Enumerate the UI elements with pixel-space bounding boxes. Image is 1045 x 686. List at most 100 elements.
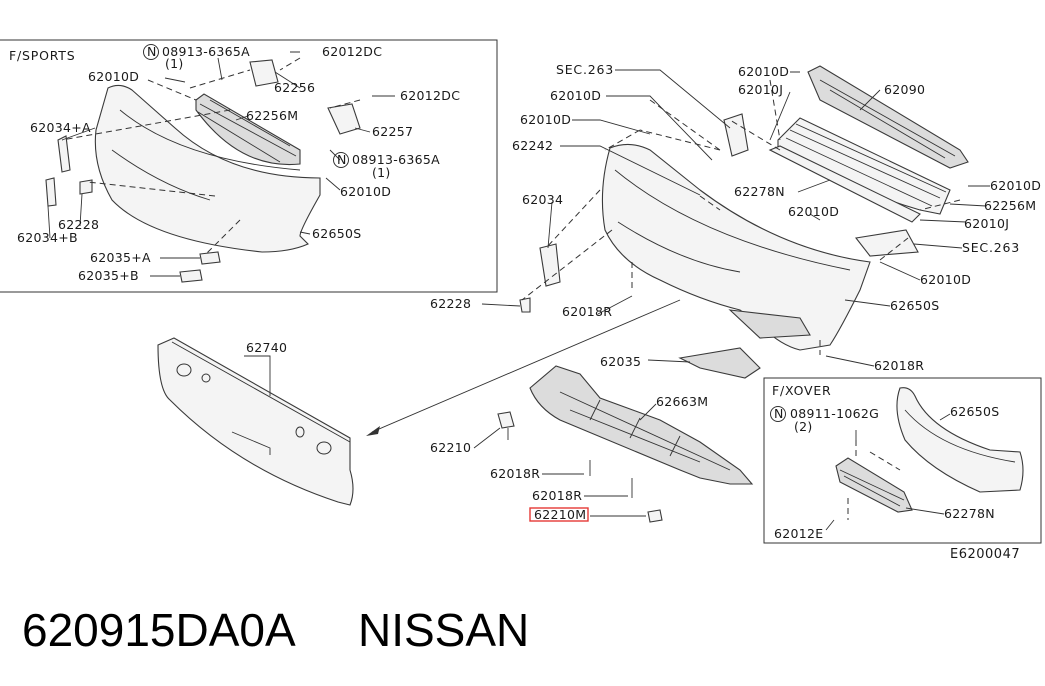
brand-caption: NISSAN [358, 604, 529, 656]
sports-clip-62228 [79, 179, 93, 195]
main-label-m14: SEC.263 [962, 240, 1020, 255]
main-label-m18: 62650S [890, 298, 940, 313]
sports-inset-title: F/SPORTS [9, 48, 75, 63]
sports-label-l11: 62010D [340, 184, 391, 199]
highlight-box-62210m [529, 507, 589, 522]
main-label-m13: 62010J [964, 216, 1009, 231]
main-label-m4: 62242 [512, 138, 553, 153]
main-bumper-lower-crease [617, 221, 741, 273]
main-grille-trim-62278n [768, 145, 921, 223]
main-label-m26: 62210M [534, 507, 586, 522]
sports-dashed-guides [61, 57, 361, 255]
main-label-m25: 62018R [532, 488, 582, 503]
main-label-m21: 62740 [246, 340, 287, 355]
sports-bumper-crease [119, 109, 301, 171]
main-bracket-right [854, 229, 919, 257]
main-side-bracket-62034 [539, 243, 561, 287]
undercover-62663m: 62663M 62210 62018R 62018R 62210M [430, 365, 754, 523]
sports-label-l14: 62035+A [90, 250, 151, 265]
main-label-m3: 62010D [520, 112, 571, 127]
xover-trim-lines [839, 469, 905, 507]
main-label-m12: 62256M [984, 198, 1036, 213]
xover-inset-frame [763, 377, 1042, 544]
sports-n-marker-2 [333, 152, 349, 168]
plate-hole-1 [176, 363, 192, 377]
sports-label-l6: 62034+A [30, 120, 91, 135]
main-bumper-fascia [601, 143, 871, 351]
main-upper-bracket-62090 [807, 65, 969, 169]
sports-label-l5: 62012DC [400, 88, 460, 103]
xover-label-x3: 62278N [944, 506, 995, 521]
main-label-m19: 62035 [600, 354, 641, 369]
main-leader-lines [481, 69, 990, 367]
sports-bumper-lower-line [111, 149, 211, 201]
main-bracket-left [723, 113, 749, 157]
sports-cover-a [199, 251, 221, 265]
plate-recess [231, 431, 271, 455]
main-lower-cover-62035 [678, 347, 761, 379]
part-number-caption: 620915DA0A [22, 604, 296, 656]
main-label-m20: 62018R [874, 358, 924, 373]
xover-bumper [896, 387, 1024, 493]
sports-label-l2: 62012DC [322, 44, 382, 59]
sports-label-l1q: (1) [165, 56, 184, 71]
xover-label-x1q: (2) [794, 419, 813, 434]
sports-label-l9q: (1) [372, 165, 391, 180]
xover-dashed-guides [847, 440, 901, 520]
undercover-screws [507, 428, 633, 498]
xover-inset-title: F/XOVER [772, 383, 832, 398]
main-label-m23: 62210 [430, 440, 471, 455]
plate-location-arrow-line [371, 299, 681, 433]
sports-label-l13: 62650S [312, 226, 362, 241]
sports-label-l1: 08913-6365A [162, 44, 250, 59]
undercover-leaders [473, 403, 657, 517]
sports-label-l7: 62256M [246, 108, 298, 123]
sports-n-marker-1-glyph: N [147, 44, 157, 59]
sports-bracket-62257 [327, 103, 361, 135]
main-label-m10: 62034 [522, 192, 563, 207]
main-clip-62228 [519, 297, 531, 313]
plate-hole-4 [316, 441, 332, 455]
sports-cover-b [179, 269, 203, 283]
sports-n-marker-2-glyph: N [337, 152, 347, 167]
sports-bumper [94, 84, 321, 253]
undercover-body [529, 365, 754, 485]
clip-62210m [647, 509, 663, 523]
xover-label-x1: 08911-1062G [790, 406, 879, 421]
main-bumper-crease [614, 169, 851, 271]
main-label-m8: 62278N [734, 184, 785, 199]
main-label-m17: 62018R [562, 304, 612, 319]
sports-bracket-62256 [249, 59, 279, 87]
undercover-ribs [559, 391, 731, 471]
sports-label-l12: 62034+B [17, 230, 78, 245]
xover-leaders [825, 413, 951, 531]
xover-inset: F/XOVER N 08911-1062G (2) 62650S 62278N … [763, 377, 1042, 544]
sports-label-l4: 62256 [274, 80, 315, 95]
main-label-m2: 62010D [550, 88, 601, 103]
xover-n-marker [770, 406, 786, 422]
xover-n-marker-glyph: N [774, 406, 784, 421]
sports-label-l3: 62010D [88, 69, 139, 84]
main-label-m7: 62090 [884, 82, 925, 97]
sports-n-marker-1 [143, 44, 159, 60]
sports-label-l10: 62228 [58, 217, 99, 232]
sports-side-part-a [57, 135, 71, 173]
main-label-m5: 62010D [738, 64, 789, 79]
main-label-m9: 62010D [788, 204, 839, 219]
main-bumper-vent [728, 309, 811, 339]
xover-label-x2: 62650S [950, 404, 1000, 419]
sports-grille-mesh [195, 93, 301, 166]
xover-bumper-crease [904, 409, 1016, 463]
main-assembly [481, 65, 990, 379]
license-plate-bracket-62740: 62740 [157, 337, 354, 506]
main-label-m24: 62018R [490, 466, 540, 481]
sports-label-l15: 62035+B [78, 268, 139, 283]
main-label-m1: SEC.263 [556, 62, 614, 77]
sports-inset-frame [0, 39, 498, 293]
main-upper-bracket-lines [819, 79, 956, 159]
main-labels: SEC.263 62010D 62010D 62242 62010D 62010… [430, 62, 1041, 373]
plate-hole-2 [201, 373, 211, 383]
sports-label-l9: 08913-6365A [352, 152, 440, 167]
plate-bracket-top-edge [171, 341, 351, 443]
